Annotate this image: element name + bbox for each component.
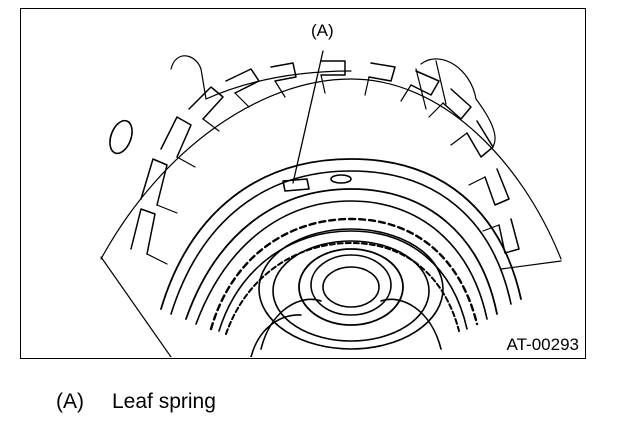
figure-frame: (A) AT-00293 bbox=[20, 8, 586, 359]
clutch-drum-illustration bbox=[100, 50, 562, 357]
caption-text: Leaf spring bbox=[112, 390, 216, 413]
caption: (A) Leaf spring bbox=[56, 388, 216, 416]
figure-code: AT-00293 bbox=[506, 335, 579, 354]
caption-key: (A) bbox=[56, 390, 84, 413]
callout-label-a: (A) bbox=[311, 21, 334, 40]
